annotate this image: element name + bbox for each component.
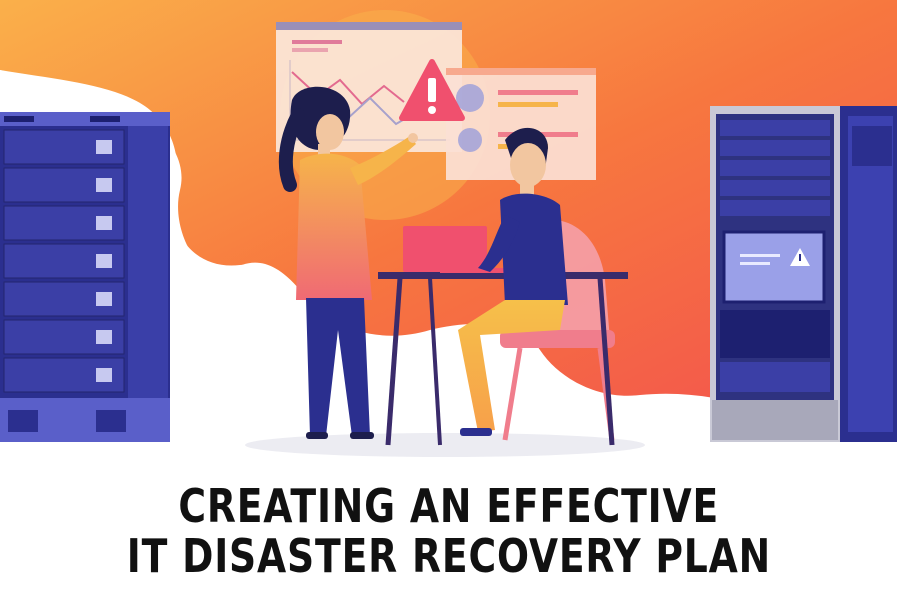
woman-figure	[278, 86, 418, 439]
man-figure	[458, 127, 568, 436]
server-rack-left	[0, 112, 170, 442]
background-blob	[0, 0, 897, 435]
server-units-right	[720, 120, 830, 216]
headline-line-1: CREATING AN EFFECTIVE	[178, 478, 719, 533]
monitor-warning	[722, 230, 826, 304]
headline: CREATING AN EFFECTIVE IT DISASTER RECOVE…	[0, 470, 897, 593]
server-units-left	[3, 129, 125, 393]
floor-shadow	[245, 433, 645, 457]
illustration	[0, 0, 897, 457]
server-rack-right	[710, 106, 897, 442]
chart-panel-right	[446, 68, 596, 180]
headline-line-2: IT DISASTER RECOVERY PLAN	[126, 528, 771, 583]
desk	[378, 272, 628, 446]
warning-icon	[399, 59, 465, 121]
laptop	[403, 226, 510, 273]
